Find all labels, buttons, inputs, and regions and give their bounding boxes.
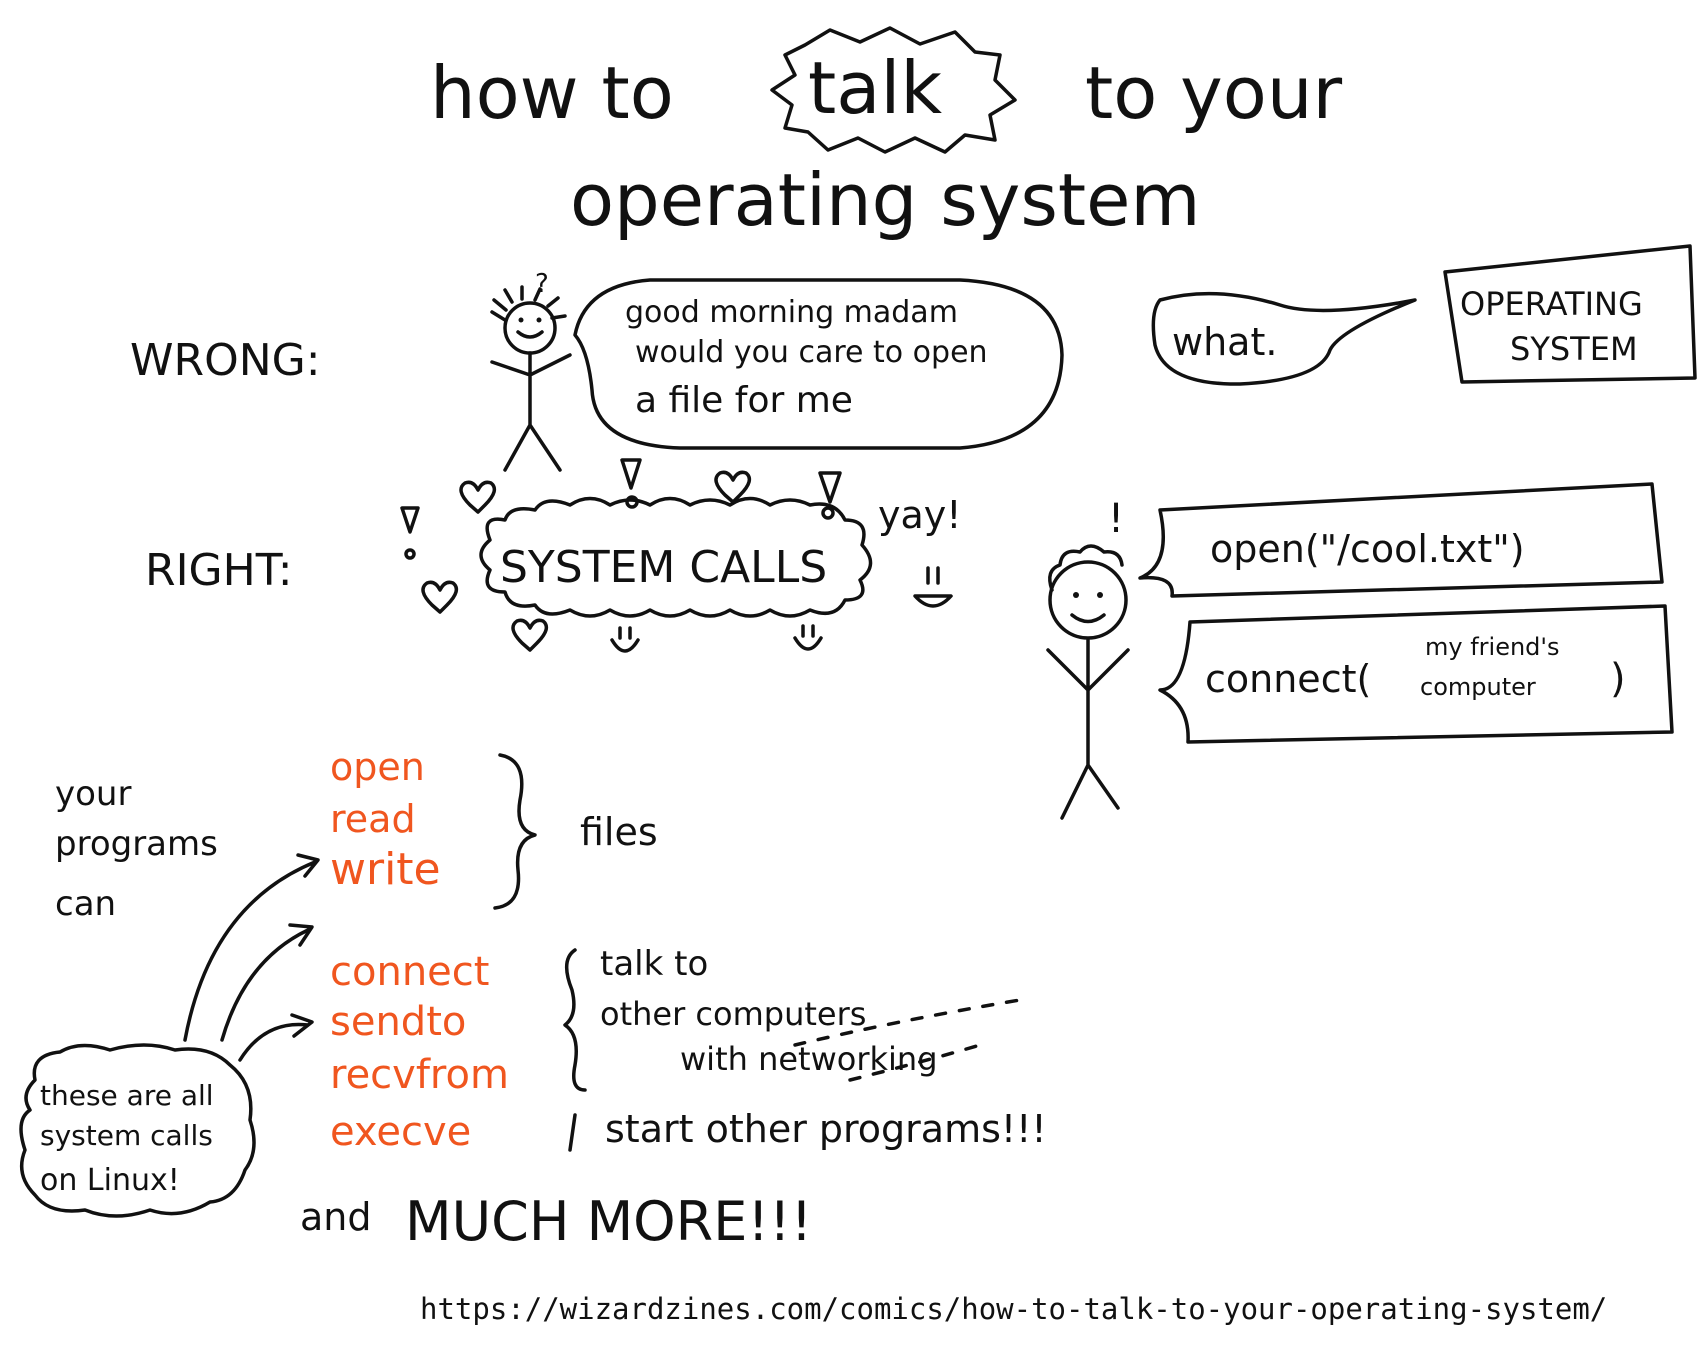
call-connect: connect — [330, 949, 489, 995]
comic-title: how to talk to your operating system — [430, 26, 1342, 242]
smile-icon — [913, 566, 953, 608]
arrow-icon — [220, 923, 314, 1042]
speech-bubble-wrong — [573, 278, 1064, 450]
speech-line-1: good morning madam — [625, 295, 958, 330]
wrong-label: WRONG: — [130, 335, 321, 386]
exec-desc: start other programs!!! — [605, 1107, 1047, 1151]
call-connect-arg-1: my friend's — [1425, 633, 1560, 661]
call-connect-prefix: connect( — [1205, 657, 1371, 701]
note-bubble — [19, 1043, 256, 1218]
right-label: RIGHT: — [145, 545, 293, 596]
os-box-line-1: OPERATING — [1460, 285, 1643, 323]
decorations — [400, 458, 953, 653]
speech-line-3: a file for me — [635, 380, 853, 421]
cloud-text: SYSTEM CALLS — [500, 542, 827, 593]
call-recvfrom: recvfrom — [330, 1052, 509, 1098]
more-much: MUCH MORE!!! — [405, 1190, 812, 1253]
heart-icon — [511, 618, 549, 652]
heart-icon — [421, 580, 459, 614]
smile-icon — [793, 624, 823, 651]
net-desc-1: talk to — [600, 944, 708, 984]
reply-bubble — [1151, 291, 1417, 386]
exclaim-icon — [620, 458, 642, 490]
brace-net — [563, 948, 587, 1092]
networking-dashes — [793, 998, 1022, 1082]
call-sendto: sendto — [330, 999, 466, 1045]
title-part-2: to your — [1085, 51, 1342, 135]
stick-figure-right: ! — [1046, 496, 1130, 820]
call-connect-arg-2: computer — [1420, 673, 1536, 701]
stick-figure-wrong: ? — [490, 269, 572, 472]
arrows — [183, 853, 320, 1062]
reply-text: what. — [1172, 320, 1277, 364]
heart-icon — [459, 480, 497, 514]
heart-icon — [714, 470, 752, 504]
call-read: read — [330, 797, 416, 841]
intro-line-1: your — [55, 774, 131, 814]
title-line-2: operating system — [570, 158, 1201, 242]
note-line-2: system calls — [40, 1119, 213, 1152]
note-line-1: these are all — [40, 1079, 214, 1112]
smile-icon — [610, 626, 640, 653]
arrow-icon — [238, 1013, 314, 1062]
brace-exec — [568, 1113, 577, 1152]
figure-exclaim: ! — [1108, 496, 1124, 542]
call-connect-suffix: ) — [1610, 656, 1626, 702]
exclaim-icon — [400, 506, 420, 534]
note-line-3: on Linux! — [40, 1163, 180, 1198]
source-url[interactable]: https://wizardzines.com/comics/how-to-ta… — [420, 1292, 1608, 1326]
net-desc-2: other computers — [600, 995, 866, 1033]
arrow-icon — [183, 853, 320, 1042]
title-talk: talk — [808, 46, 942, 130]
os-box — [1443, 244, 1697, 384]
talk-burst — [770, 26, 1017, 154]
call-box-open — [1138, 482, 1664, 598]
os-box-line-2: SYSTEM — [1510, 330, 1638, 368]
right-section: RIGHT: SYSTEM CALLS yay! ! — [145, 458, 1674, 820]
call-write: write — [330, 844, 441, 895]
call-open-text: open("/cool.txt") — [1210, 527, 1525, 571]
net-desc-3: with networking — [680, 1040, 938, 1078]
call-open: open — [330, 745, 425, 789]
speech-line-2: would you care to open — [635, 335, 988, 370]
title-part-1: how to — [430, 51, 674, 135]
system-calls-cloud — [479, 496, 873, 618]
brace-files — [493, 753, 537, 910]
exclaim-icon — [818, 471, 842, 504]
intro-line-3: can — [55, 884, 116, 924]
yay-text: yay! — [878, 493, 962, 537]
more-and: and — [300, 1195, 372, 1239]
programs-section: your programs can open read write files … — [19, 745, 1047, 1253]
wrong-section: WRONG: ? good morning madam would you ca… — [130, 244, 1697, 472]
call-execve: execve — [330, 1109, 471, 1155]
intro-line-2: programs — [55, 824, 218, 864]
files-desc: files — [580, 810, 658, 854]
question-mark: ? — [535, 269, 549, 299]
call-box-connect — [1158, 604, 1674, 744]
